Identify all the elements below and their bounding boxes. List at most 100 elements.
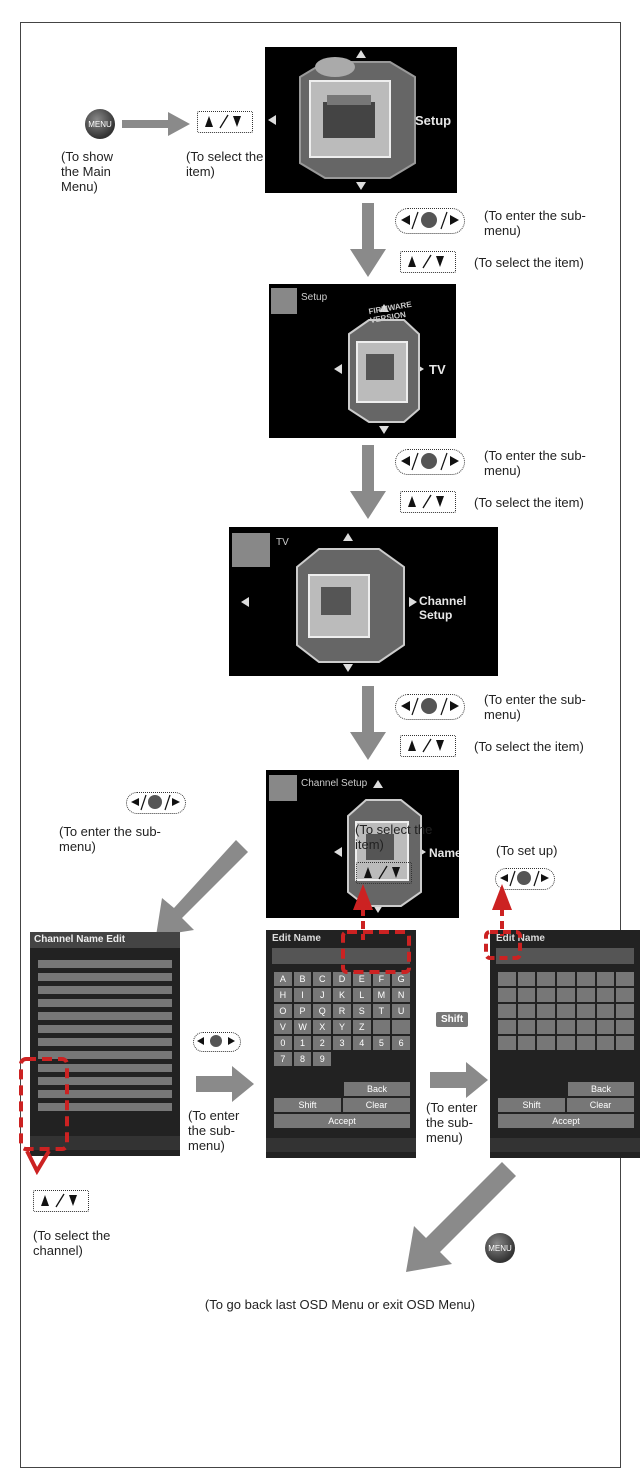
symbol-key[interactable] bbox=[557, 988, 575, 1002]
symbol-key[interactable] bbox=[616, 1036, 634, 1050]
symbol-key[interactable] bbox=[498, 1004, 516, 1018]
back-key[interactable]: Back bbox=[568, 1082, 634, 1096]
letter-key[interactable]: N bbox=[392, 988, 410, 1002]
symbol-key[interactable] bbox=[577, 1004, 595, 1018]
letter-key[interactable]: 8 bbox=[294, 1052, 312, 1066]
letter-key[interactable]: P bbox=[294, 1004, 312, 1018]
symbol-key[interactable] bbox=[616, 988, 634, 1002]
menu-button-icon: MENU bbox=[485, 1233, 515, 1263]
letter-key[interactable]: Y bbox=[333, 1020, 351, 1034]
symbol-key[interactable] bbox=[498, 1036, 516, 1050]
symbol-key[interactable] bbox=[518, 1036, 536, 1050]
letter-key[interactable]: A bbox=[274, 972, 292, 986]
left-enter-right-button-icon bbox=[126, 792, 186, 814]
accept-key[interactable]: Accept bbox=[498, 1114, 634, 1128]
symbol-key[interactable] bbox=[597, 1004, 615, 1018]
letter-key[interactable] bbox=[392, 1020, 410, 1034]
letter-key[interactable]: I bbox=[294, 988, 312, 1002]
key-highlight-box bbox=[335, 880, 415, 980]
up-down-button-icon bbox=[400, 491, 456, 513]
symbol-key[interactable] bbox=[557, 972, 575, 986]
letter-key[interactable]: 7 bbox=[274, 1052, 292, 1066]
back-key[interactable]: Back bbox=[344, 1082, 410, 1096]
letter-key[interactable]: M bbox=[373, 988, 391, 1002]
letter-key[interactable]: Q bbox=[313, 1004, 331, 1018]
symbol-key[interactable] bbox=[537, 1020, 555, 1034]
letter-key[interactable]: K bbox=[333, 988, 351, 1002]
symbol-key[interactable] bbox=[537, 988, 555, 1002]
symbol-key[interactable] bbox=[597, 1020, 615, 1034]
letter-key[interactable]: H bbox=[274, 988, 292, 1002]
letter-key[interactable]: Z bbox=[353, 1020, 371, 1034]
symbol-key[interactable] bbox=[537, 1004, 555, 1018]
enter-sub-menu-text-1: (To enter the sub-menu) bbox=[484, 208, 604, 238]
letter-key[interactable]: X bbox=[313, 1020, 331, 1034]
symbol-key[interactable] bbox=[557, 1004, 575, 1018]
symbol-key[interactable] bbox=[616, 1004, 634, 1018]
letter-key[interactable]: C bbox=[313, 972, 331, 986]
symbol-key[interactable] bbox=[537, 1036, 555, 1050]
letter-key[interactable]: 4 bbox=[353, 1036, 371, 1050]
select-item-text-4: (To select the item) bbox=[474, 739, 624, 754]
letter-key[interactable]: W bbox=[294, 1020, 312, 1034]
symbol-key[interactable] bbox=[498, 1020, 516, 1034]
symbol-key[interactable] bbox=[537, 972, 555, 986]
clear-key[interactable]: Clear bbox=[567, 1098, 634, 1112]
symbol-key[interactable] bbox=[597, 972, 615, 986]
letter-key[interactable]: 5 bbox=[373, 1036, 391, 1050]
letter-key[interactable]: 2 bbox=[313, 1036, 331, 1050]
symbol-keyboard bbox=[498, 972, 634, 1050]
symbol-key[interactable] bbox=[518, 988, 536, 1002]
down-arrow-icon bbox=[348, 203, 388, 278]
symbol-key[interactable] bbox=[616, 972, 634, 986]
channel-setup-screen: TV Channel Setup bbox=[229, 527, 498, 676]
letter-key[interactable] bbox=[373, 1020, 391, 1034]
letter-key[interactable]: U bbox=[392, 1004, 410, 1018]
edit-name-title-1: Edit Name bbox=[272, 933, 321, 944]
enter-sub-menu-text-3: (To enter the sub-menu) bbox=[484, 692, 604, 722]
symbol-key[interactable] bbox=[577, 988, 595, 1002]
symbol-key[interactable] bbox=[498, 988, 516, 1002]
accept-key[interactable]: Accept bbox=[274, 1114, 410, 1128]
letter-key[interactable]: V bbox=[274, 1020, 292, 1034]
letter-key[interactable]: J bbox=[313, 988, 331, 1002]
letter-key[interactable]: S bbox=[353, 1004, 371, 1018]
setup-label: Setup bbox=[415, 113, 451, 128]
letter-key[interactable]: 6 bbox=[392, 1036, 410, 1050]
letter-key[interactable]: T bbox=[373, 1004, 391, 1018]
symbol-highlight-box bbox=[480, 880, 530, 980]
enter-sub-menu-text-2: (To enter the sub-menu) bbox=[484, 448, 604, 478]
clear-key[interactable]: Clear bbox=[343, 1098, 410, 1112]
letter-key[interactable]: R bbox=[333, 1004, 351, 1018]
up-down-button-icon bbox=[197, 111, 253, 133]
shift-key[interactable]: Shift bbox=[274, 1098, 341, 1112]
letter-key[interactable]: 1 bbox=[294, 1036, 312, 1050]
down-arrow-icon bbox=[348, 686, 388, 761]
letter-key[interactable]: L bbox=[353, 988, 371, 1002]
symbol-key[interactable] bbox=[597, 1036, 615, 1050]
left-enter-right-button-icon bbox=[193, 1032, 241, 1052]
symbol-key[interactable] bbox=[577, 972, 595, 986]
symbol-key[interactable] bbox=[557, 1020, 575, 1034]
symbol-key[interactable] bbox=[597, 988, 615, 1002]
letter-key[interactable]: 9 bbox=[313, 1052, 331, 1066]
letter-key[interactable]: 3 bbox=[333, 1036, 351, 1050]
symbol-key[interactable] bbox=[616, 1020, 634, 1034]
select-item-text-5: (To select the item) bbox=[355, 822, 435, 852]
letter-key[interactable]: 0 bbox=[274, 1036, 292, 1050]
channel-setup-label: Channel Setup bbox=[419, 594, 498, 622]
down-arrow-icon bbox=[348, 445, 388, 520]
symbol-key[interactable] bbox=[518, 1020, 536, 1034]
enter-sub-menu-text-5: (To enter the sub-menu) bbox=[188, 1108, 258, 1153]
tv-screen: Setup FIRMWARE VERSION TV bbox=[269, 284, 456, 438]
enter-sub-menu-text-6: (To enter the sub-menu) bbox=[426, 1100, 491, 1145]
letter-key[interactable]: B bbox=[294, 972, 312, 986]
symbol-key[interactable] bbox=[577, 1020, 595, 1034]
shift-key[interactable]: Shift bbox=[498, 1098, 565, 1112]
channel-highlight-box bbox=[15, 1055, 77, 1175]
channel-setup-parent-label: TV bbox=[276, 537, 289, 548]
symbol-key[interactable] bbox=[577, 1036, 595, 1050]
symbol-key[interactable] bbox=[518, 1004, 536, 1018]
symbol-key[interactable] bbox=[557, 1036, 575, 1050]
letter-key[interactable]: O bbox=[274, 1004, 292, 1018]
